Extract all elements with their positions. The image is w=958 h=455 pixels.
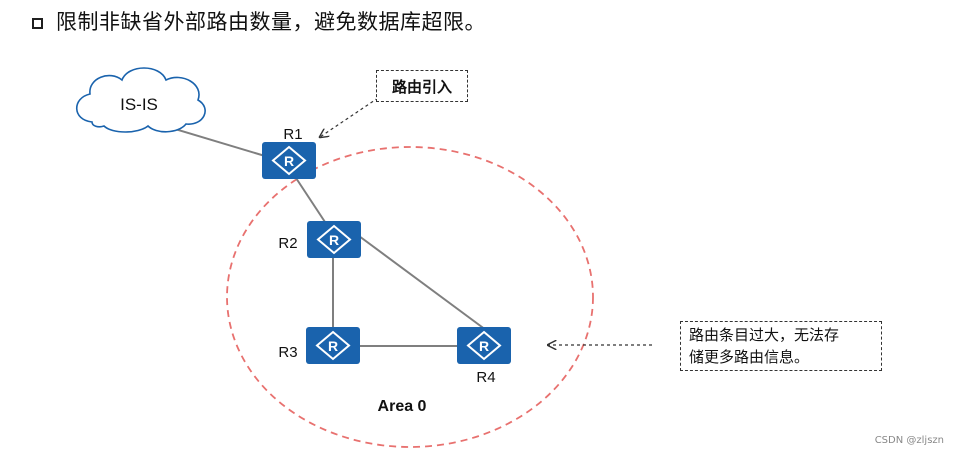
isis-cloud-label: IS-IS (120, 95, 158, 114)
area-0-boundary (226, 146, 594, 448)
page-heading: 限制非缺省外部路由数量，避免数据库超限。 (56, 10, 486, 34)
svg-text:R: R (479, 338, 489, 354)
route-import-callout: 路由引入 (376, 70, 468, 102)
svg-text:R: R (329, 232, 339, 248)
router-r2: R (307, 221, 361, 258)
import-arrow (320, 97, 379, 137)
link-r1-r2 (295, 177, 326, 223)
router-r1-icon (271, 145, 307, 176)
bullet-square-icon (32, 17, 43, 29)
router-r1-label: R1 (283, 126, 302, 143)
svg-text:R: R (284, 153, 294, 169)
route-overflow-line1: 路由条目过大，无法存 (689, 326, 840, 344)
router-r3-icon (315, 330, 351, 361)
area-label: Area 0 (378, 398, 427, 415)
isis-cloud-icon (75, 67, 206, 133)
router-r3: R (306, 327, 360, 364)
router-r4: R (457, 327, 511, 364)
router-r4-icon (466, 330, 502, 361)
route-import-text: 路由引入 (391, 77, 452, 96)
route-overflow-line2: 储更多路由信息。 (689, 348, 810, 366)
heading-line: 限制非缺省外部路由数量，避免数据库超限。 (32, 6, 486, 36)
router-r4-label: R4 (476, 369, 495, 386)
router-r2-label: R2 (278, 235, 297, 252)
router-r2-icon (316, 224, 352, 255)
link-r2-r4 (358, 235, 487, 331)
watermark: CSDN @zljszn (874, 435, 944, 446)
route-overflow-callout: 路由条目过大，无法存 储更多路由信息。 (680, 321, 882, 371)
link-isis-r1 (164, 125, 266, 157)
router-r3-label: R3 (278, 344, 297, 361)
router-r1: R (262, 142, 316, 179)
svg-text:R: R (328, 338, 338, 354)
